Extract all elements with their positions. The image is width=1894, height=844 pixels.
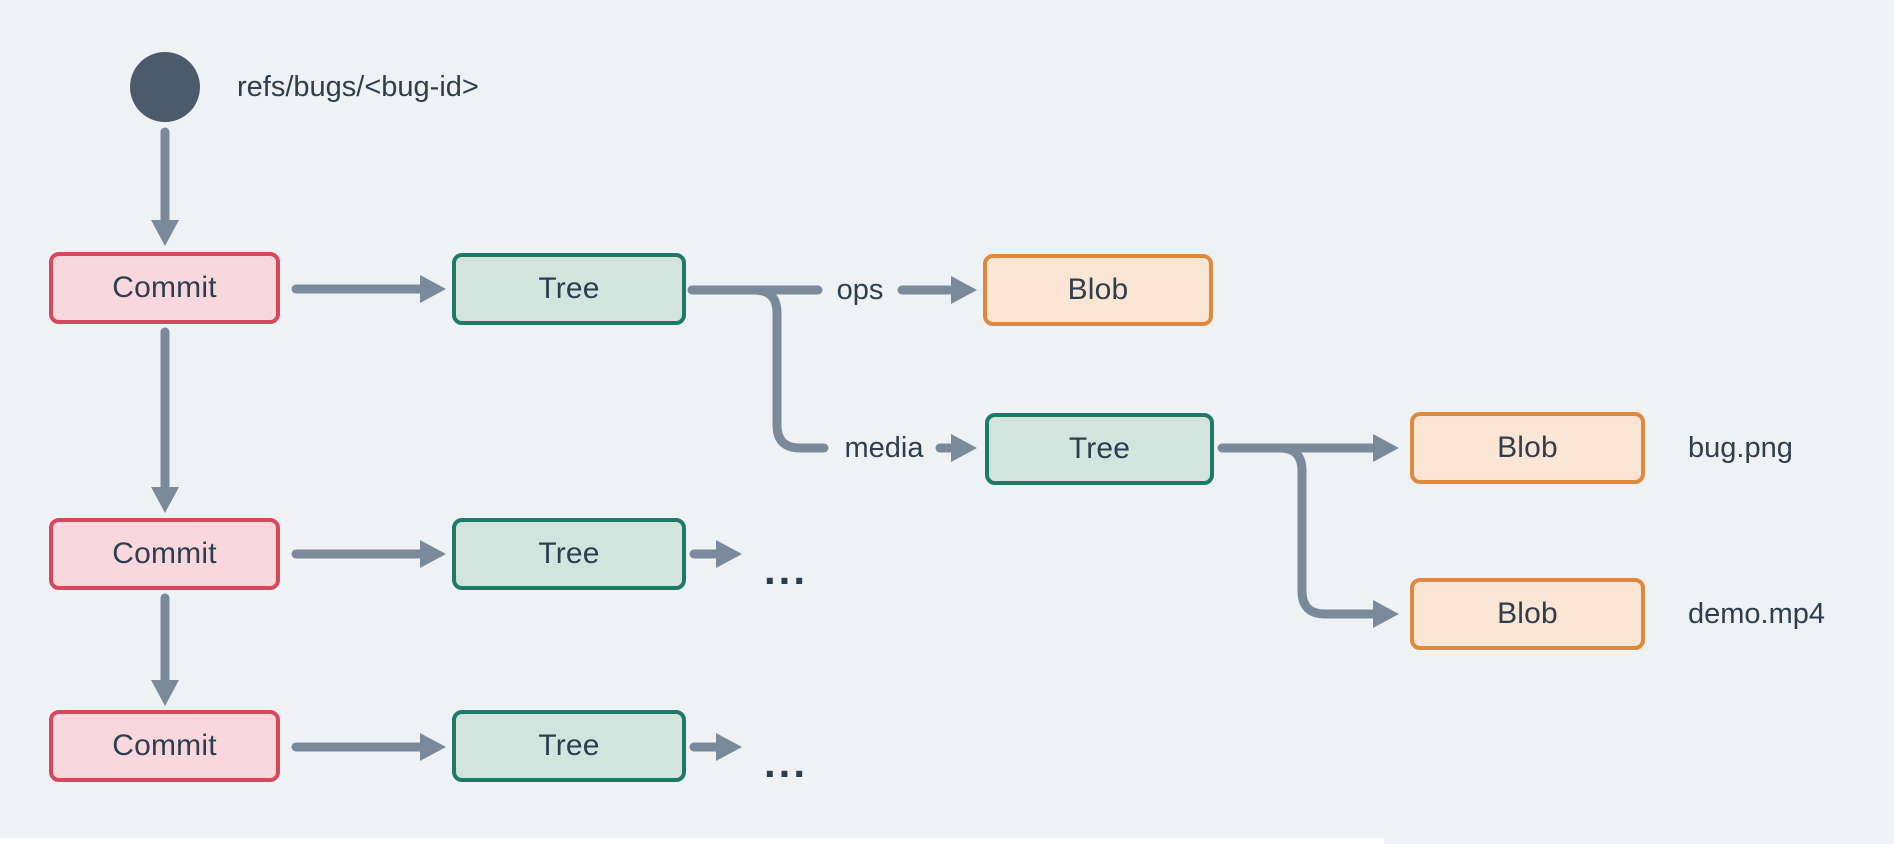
arrowhead-commit2-commit3 bbox=[151, 680, 179, 706]
ellipsis-row2: ... bbox=[764, 546, 809, 593]
arrowhead-ref-commit1 bbox=[151, 220, 179, 246]
blob-node-ops: Blob bbox=[983, 254, 1213, 326]
window-edge-strip bbox=[0, 838, 1384, 844]
tree-node-3: Tree bbox=[452, 710, 686, 782]
file-label-demo-mp4: demo.mp4 bbox=[1688, 598, 1826, 630]
arrowhead-commit3-tree3 bbox=[420, 733, 446, 761]
blob-node-demo: Blob bbox=[1410, 578, 1645, 650]
tree-node-2: Tree bbox=[452, 518, 686, 590]
ref-circle bbox=[130, 52, 200, 122]
commit-node-2: Commit bbox=[49, 518, 280, 590]
arrowhead-commit1-commit2 bbox=[151, 487, 179, 513]
blob-node-bug: Blob bbox=[1410, 412, 1645, 484]
tree-node-1: Tree bbox=[452, 253, 686, 325]
edge-label-media: media bbox=[844, 432, 924, 464]
ellipsis-row3: ... bbox=[764, 739, 809, 786]
file-label-bug-png: bug.png bbox=[1688, 432, 1793, 464]
edge-mediatree-blobdemo bbox=[1275, 443, 1377, 619]
tree-node-media: Tree bbox=[985, 413, 1214, 485]
arrowhead-mediatree-blobbug bbox=[1373, 434, 1399, 462]
arrowhead-mediatree-blobdemo bbox=[1373, 600, 1399, 628]
arrowhead-tree3-more bbox=[716, 733, 742, 761]
arrowhead-commit2-tree2 bbox=[420, 540, 446, 568]
arrowhead-tree2-more bbox=[716, 540, 742, 568]
edge-tree1-media bbox=[749, 285, 829, 453]
arrowhead-ops-blob bbox=[951, 276, 977, 304]
commit-node-3: Commit bbox=[49, 710, 280, 782]
arrowhead-media-tree bbox=[951, 434, 977, 462]
commit-node-1: Commit bbox=[49, 252, 280, 324]
edge-label-ops: ops bbox=[836, 274, 884, 306]
arrowhead-commit1-tree1 bbox=[420, 275, 446, 303]
ref-label: refs/bugs/<bug-id> bbox=[237, 71, 479, 103]
